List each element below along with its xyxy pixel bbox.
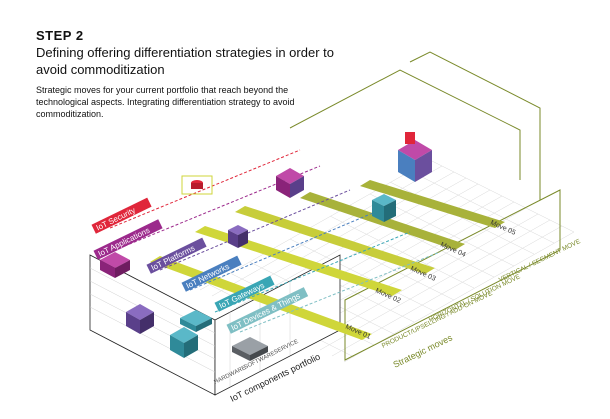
block-move05: [398, 132, 432, 182]
vertical-move-label: VERTICAL / SEGMENT MOVE: [498, 238, 582, 284]
block-move01: [228, 225, 248, 248]
block-networks: [170, 327, 198, 358]
strategic-moves-frame: [289, 51, 561, 361]
page-description: Strategic moves for your current portfol…: [36, 85, 295, 119]
block-move02: [276, 168, 304, 198]
block-gateways: [180, 310, 212, 332]
horizontal-move-label: HORIZONTAL / SOLUTION MOVE: [428, 273, 522, 324]
block-move03: [372, 194, 396, 222]
page-headline: Defining offering differentiation strate…: [36, 45, 334, 77]
block-cylinder: [181, 175, 213, 195]
block-platforms: [126, 304, 154, 334]
block-applications: [100, 252, 130, 278]
component-blocks: [100, 132, 432, 361]
step-title: STEP 2: [36, 28, 84, 43]
svg-text:IoT Applications: IoT Applications: [97, 226, 152, 259]
block-devices: [232, 337, 268, 361]
move-type-labels: PRODUCT/UPSELLING / ADD-ON MOVE HORIZONT…: [381, 238, 582, 370]
